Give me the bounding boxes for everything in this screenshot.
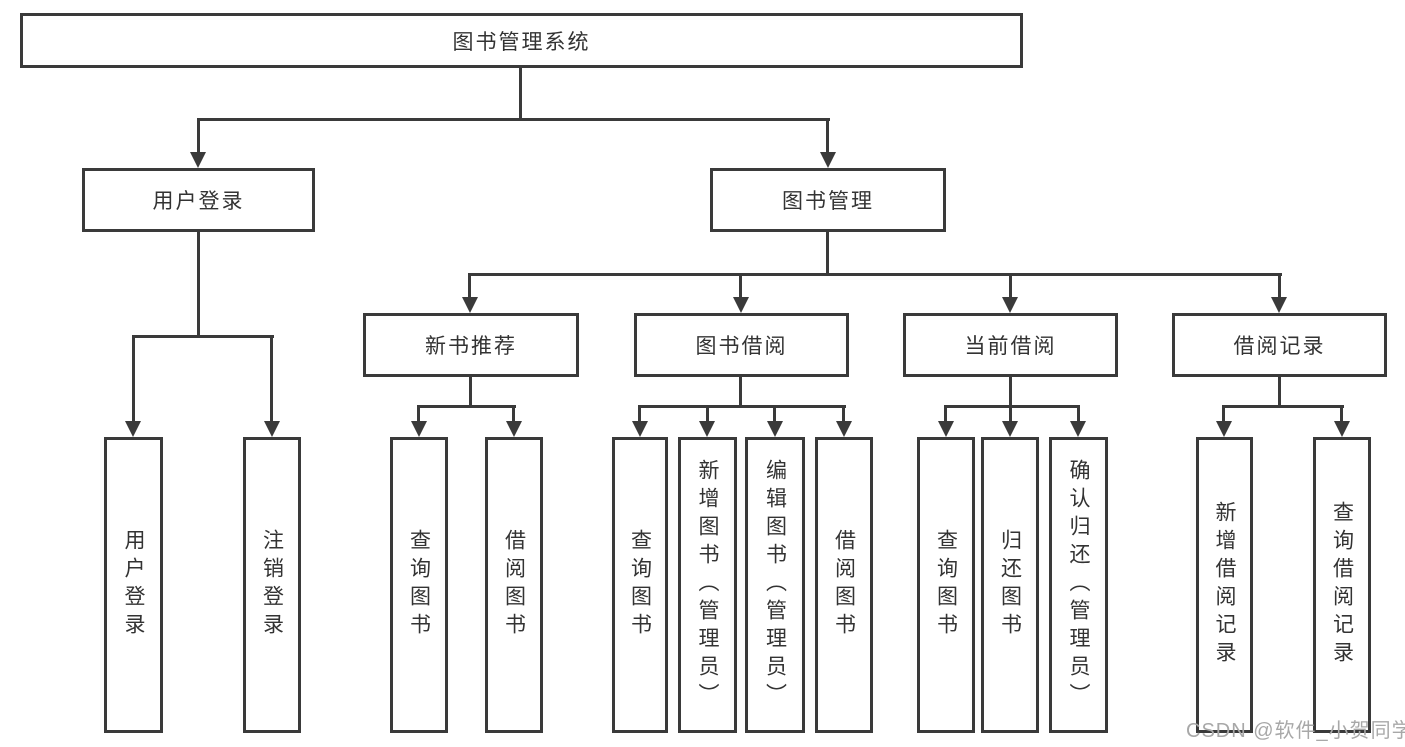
connector-borrow-records-bar [1222, 405, 1344, 408]
leaf-add-record-label: 新增借阅记录 [1213, 501, 1236, 669]
leaf-confirm-return: 确认归还（管理员） [1049, 437, 1108, 733]
connector-arrow-book-borrow-shaft [739, 273, 742, 297]
leaf-query-book-2-label: 查询图书 [628, 529, 652, 641]
connector-arrow-query-book-3-shaft [944, 405, 947, 421]
connector-user-login-bar [132, 335, 274, 338]
connector-arrow-query-book-2-shaft [638, 405, 641, 421]
node-borrow-records: 借阅记录 [1172, 313, 1387, 377]
connector-arrow-leaf-logout-shaft [270, 335, 273, 421]
leaf-query-book-1: 查询图书 [390, 437, 448, 733]
leaf-user-login-label: 用户登录 [122, 529, 145, 641]
leaf-return-book: 归还图书 [981, 437, 1039, 733]
leaf-borrow-book-1: 借阅图书 [485, 437, 543, 733]
arrowhead-current-borrow [1002, 297, 1018, 313]
arrowhead-borrow-book-2 [836, 421, 852, 437]
arrowhead-user-login [190, 152, 206, 168]
leaf-add-book-label: 新增图书（管理员） [696, 459, 719, 711]
connector-arrow-borrow-book-2-shaft [842, 405, 845, 421]
arrowhead-book-mgmt [820, 152, 836, 168]
arrowhead-return-book [1002, 421, 1018, 437]
leaf-borrow-book-2-label: 借阅图书 [832, 529, 856, 641]
connector-book-borrow-bar [638, 405, 846, 408]
connector-level3-bar [468, 273, 1282, 276]
node-borrow-records-label: 借阅记录 [1233, 335, 1326, 358]
arrowhead-leaf-logout [264, 421, 280, 437]
leaf-edit-book-label: 编辑图书（管理员） [763, 459, 787, 711]
node-root-label: 图书管理系统 [452, 30, 591, 54]
node-user-login-label: 用户登录 [152, 190, 245, 213]
leaf-query-book-2: 查询图书 [612, 437, 668, 733]
arrowhead-leaf-user-login [125, 421, 141, 437]
leaf-query-book-1-label: 查询图书 [407, 529, 431, 641]
connector-current-borrow-stem [1009, 377, 1012, 405]
connector-arrow-current-borrow-shaft [1009, 273, 1012, 297]
connector-new-book-rec-bar [417, 405, 516, 408]
connector-arrow-edit-book-shaft [773, 405, 776, 421]
node-book-mgmt-label: 图书管理 [782, 190, 874, 213]
arrowhead-query-book-3 [938, 421, 954, 437]
leaf-logout: 注销登录 [243, 437, 301, 733]
connector-arrow-confirm-return-shaft [1077, 405, 1080, 421]
connector-borrow-records-stem [1278, 377, 1281, 405]
arrowhead-book-borrow [733, 297, 749, 313]
connector-arrow-add-book-shaft [706, 405, 709, 421]
node-new-book-rec-label: 新书推荐 [425, 335, 517, 358]
leaf-query-book-3-label: 查询图书 [934, 529, 958, 641]
connector-arrow-new-book-rec-shaft [468, 273, 471, 297]
connector-new-book-rec-stem [469, 377, 472, 405]
connector-root-stem [519, 68, 522, 118]
arrowhead-add-book [699, 421, 715, 437]
leaf-confirm-return-label: 确认归还（管理员） [1067, 459, 1090, 711]
node-book-borrow: 图书借阅 [634, 313, 849, 377]
connector-arrow-leaf-user-login-shaft [132, 335, 135, 421]
leaf-add-record: 新增借阅记录 [1196, 437, 1253, 733]
leaf-logout-label: 注销登录 [260, 529, 284, 641]
node-user-login: 用户登录 [82, 168, 315, 232]
connector-arrow-borrow-book-1-shaft [512, 405, 515, 421]
connector-arrow-query-record-shaft [1340, 405, 1343, 421]
node-new-book-rec: 新书推荐 [363, 313, 579, 377]
arrowhead-add-record [1216, 421, 1232, 437]
connector-book-borrow-stem [739, 377, 742, 405]
arrowhead-query-record [1334, 421, 1350, 437]
arrowhead-query-book-1 [411, 421, 427, 437]
leaf-borrow-book-2: 借阅图书 [815, 437, 873, 733]
arrowhead-borrow-records [1271, 297, 1287, 313]
leaf-borrow-book-1-label: 借阅图书 [502, 529, 526, 641]
leaf-query-record: 查询借阅记录 [1313, 437, 1371, 733]
connector-book-mgmt-stem [826, 232, 829, 273]
node-current-borrow-label: 当前借阅 [964, 335, 1057, 358]
leaf-add-book: 新增图书（管理员） [678, 437, 737, 733]
node-current-borrow: 当前借阅 [903, 313, 1118, 377]
node-book-borrow-label: 图书借阅 [695, 335, 788, 358]
leaf-user-login: 用户登录 [104, 437, 163, 733]
node-root: 图书管理系统 [20, 13, 1023, 68]
connector-arrow-user-login-shaft [197, 118, 200, 152]
csdn-watermark: CSDN @软件_小贺同学 [1186, 720, 1405, 742]
connector-arrow-add-record-shaft [1222, 405, 1225, 421]
arrowhead-borrow-book-1 [506, 421, 522, 437]
connector-arrow-query-book-1-shaft [417, 405, 420, 421]
arrowhead-new-book-rec [462, 297, 478, 313]
connector-arrow-borrow-records-shaft [1278, 273, 1281, 297]
leaf-query-book-3: 查询图书 [917, 437, 975, 733]
connector-arrow-book-mgmt-shaft [826, 118, 829, 152]
leaf-return-book-label: 归还图书 [998, 529, 1022, 641]
arrowhead-edit-book [767, 421, 783, 437]
node-book-mgmt: 图书管理 [710, 168, 946, 232]
leaf-query-record-label: 查询借阅记录 [1330, 501, 1354, 669]
arrowhead-query-book-2 [632, 421, 648, 437]
connector-current-borrow-bar [944, 405, 1080, 408]
arrowhead-confirm-return [1070, 421, 1086, 437]
connector-user-login-stem [197, 232, 200, 335]
leaf-edit-book: 编辑图书（管理员） [745, 437, 805, 733]
connector-level2-bar [197, 118, 830, 121]
connector-arrow-return-book-shaft [1009, 405, 1012, 421]
